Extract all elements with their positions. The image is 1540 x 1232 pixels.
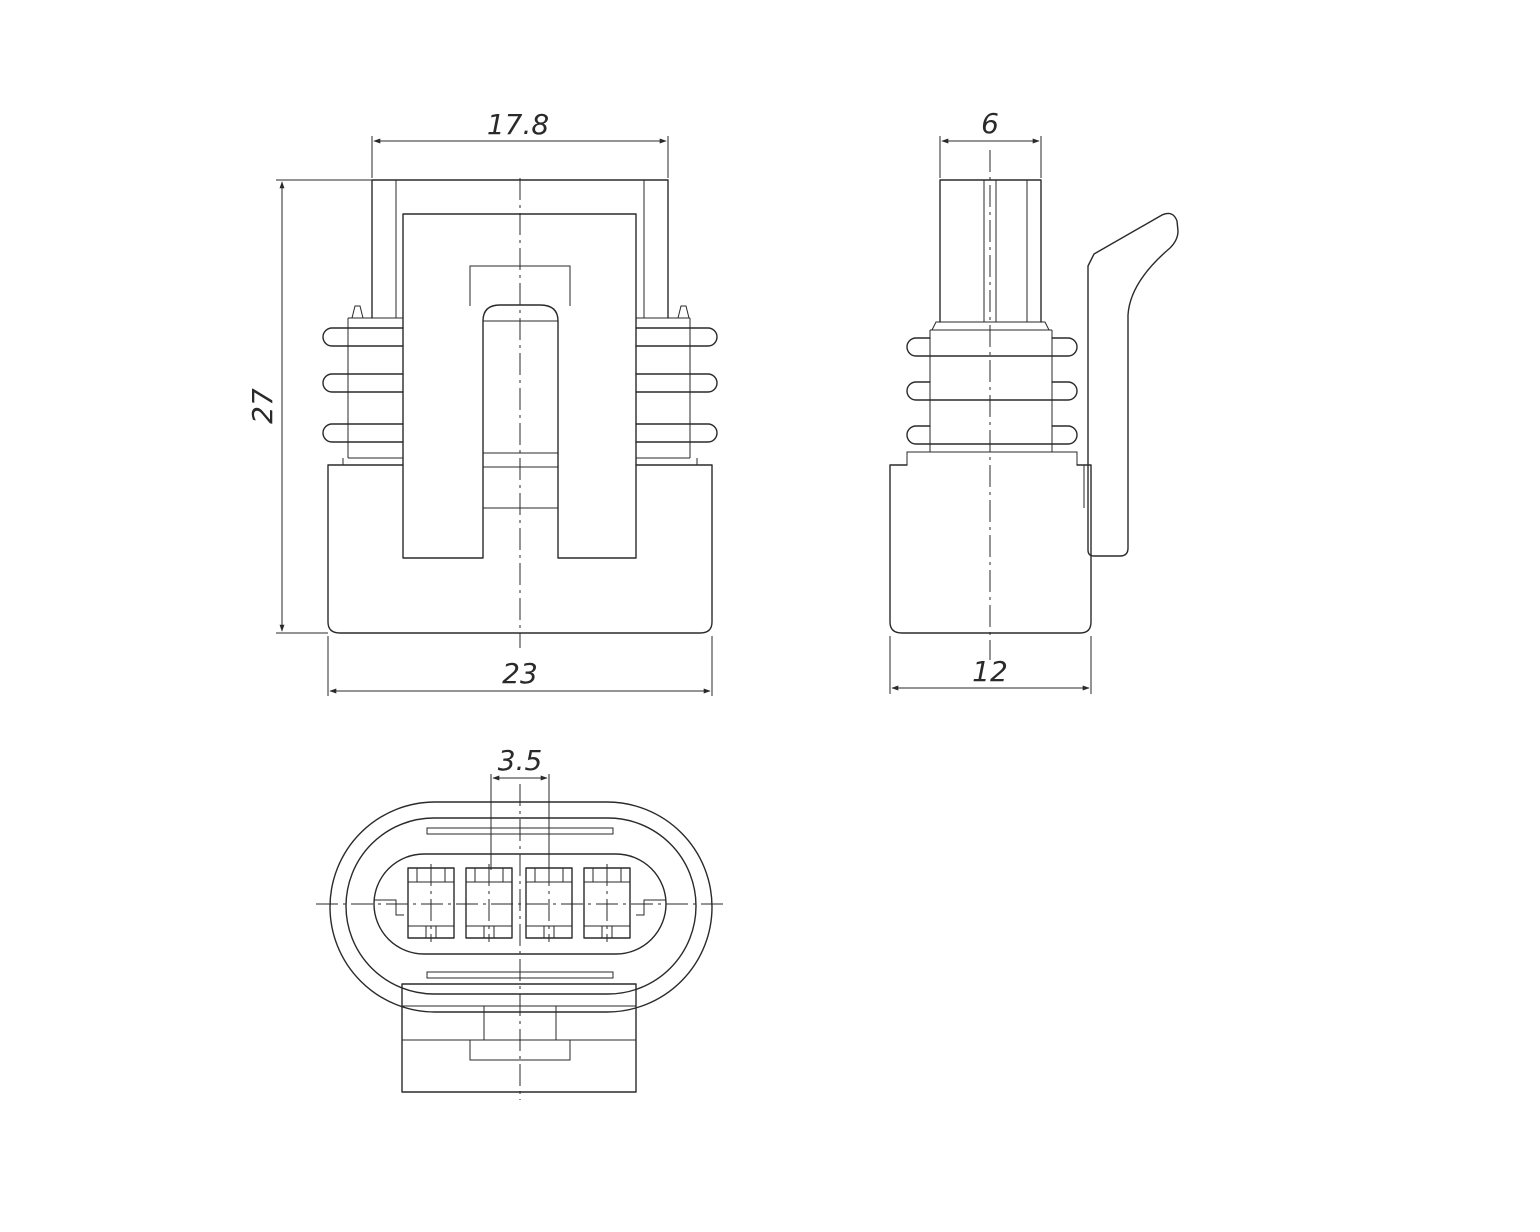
dim-side-top: 6 — [981, 107, 999, 140]
dim-front-top: 17.8 — [487, 108, 549, 141]
dim-pin-pitch: 3.5 — [498, 744, 543, 777]
dim-front-height: 27 — [246, 388, 279, 424]
pin-cavity — [407, 864, 455, 942]
pin-cavity — [525, 864, 573, 942]
pin-cavity — [465, 864, 513, 942]
pin-cavities — [407, 864, 631, 942]
pin-cavity — [583, 864, 631, 942]
front-view: 17.8 27 23 — [246, 108, 718, 696]
side-seal-ribs — [906, 329, 1078, 453]
bottom-view: 3.5 — [316, 744, 724, 1100]
dim-side-bottom: 12 — [972, 655, 1008, 688]
latch-arm — [1087, 212, 1179, 557]
dim-front-bottom: 23 — [502, 657, 538, 690]
right-seal-ribs — [635, 305, 718, 459]
left-seal-ribs — [322, 305, 404, 459]
side-view: 6 12 — [889, 107, 1179, 694]
